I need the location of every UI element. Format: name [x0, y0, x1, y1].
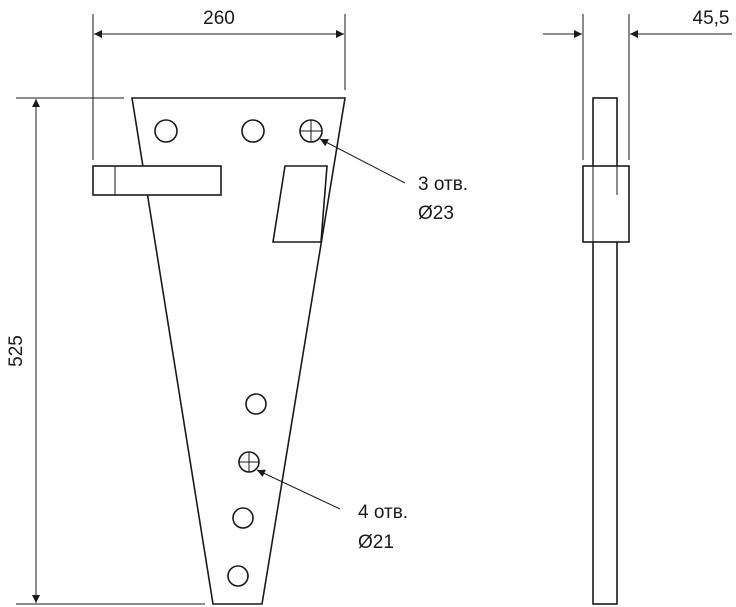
height-value: 525 — [6, 335, 27, 367]
side-view: 45,5 — [543, 8, 732, 605]
left-bar — [92, 165, 222, 196]
bottom-holes — [227, 393, 267, 587]
front-view: 260 525 3 отв. Ø23 4 отв. Ø21 — [6, 8, 468, 605]
side-lug — [582, 165, 630, 243]
bottom-holes-diameter: Ø21 — [358, 532, 394, 553]
hole-top-2 — [241, 119, 265, 143]
bottom-holes-count: 4 отв. — [358, 502, 408, 523]
height-dimension: 525 — [6, 97, 205, 605]
hole-bottom-1 — [245, 393, 267, 415]
width-dimension: 260 — [92, 8, 346, 160]
top-holes — [154, 119, 323, 143]
right-lug — [272, 165, 328, 243]
bottom-holes-callout: 4 отв. Ø21 — [256, 469, 408, 553]
top-holes-diameter: Ø23 — [418, 203, 454, 224]
thickness-value: 45,5 — [693, 8, 730, 29]
top-holes-callout: 3 отв. Ø23 — [319, 138, 468, 224]
hole-top-1 — [154, 119, 178, 143]
top-holes-count: 3 отв. — [418, 174, 468, 195]
width-value: 260 — [203, 8, 235, 29]
thickness-dimension: 45,5 — [543, 8, 732, 160]
hole-bottom-3 — [232, 507, 254, 529]
hole-bottom-4 — [227, 565, 249, 587]
